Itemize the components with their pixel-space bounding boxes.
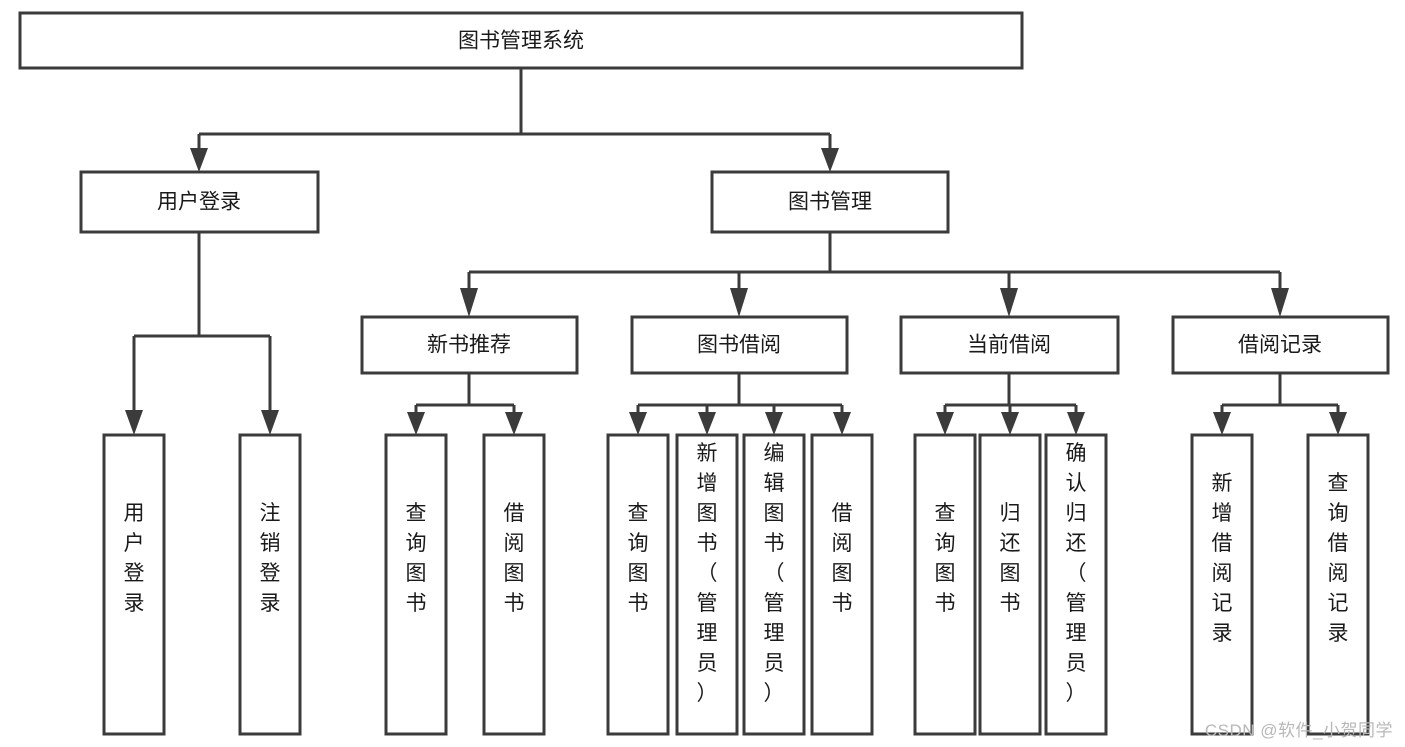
leaf-edit-book-admin-label: 编辑图书（管理员） xyxy=(764,442,785,705)
arrow-down-icon xyxy=(1213,412,1231,435)
root-box[interactable] xyxy=(18,11,1024,70)
arrow-down-icon xyxy=(765,412,783,435)
leaf-query-book-current[interactable]: 查询图书 xyxy=(913,433,977,736)
node-book-management[interactable]: 图书管理 xyxy=(710,170,950,234)
leaf-user-login[interactable]: 用户登录 xyxy=(102,433,166,736)
arrow-down-icon xyxy=(629,412,647,435)
leaf-logout-box[interactable] xyxy=(238,433,302,736)
leaf-query-book-current-label: 查询图书 xyxy=(935,502,956,615)
leaf-borrow-book-box[interactable] xyxy=(810,433,874,736)
connector-root-to-level2 xyxy=(190,68,839,172)
leaf-borrow-book-label: 借阅图书 xyxy=(832,502,853,615)
connector-book-management-to-level3 xyxy=(460,232,1289,317)
leaf-borrow-book[interactable]: 借阅图书 xyxy=(810,433,874,736)
leaf-add-borrow-record-label: 新增借阅记录 xyxy=(1212,472,1233,645)
connector-borrow-records-to-leaves xyxy=(1213,373,1347,435)
leaf-query-book-recommend[interactable]: 查询图书 xyxy=(384,433,448,736)
leaf-return-book-box[interactable] xyxy=(978,433,1042,736)
node-new-book-recommend[interactable]: 新书推荐 xyxy=(360,315,579,375)
arrow-down-icon xyxy=(730,288,748,317)
book-borrow-label: 图书借阅 xyxy=(697,334,781,357)
arrow-down-icon xyxy=(1001,412,1019,435)
arrow-down-icon xyxy=(261,410,279,435)
leaf-add-borrow-record-box[interactable] xyxy=(1190,433,1254,736)
leaf-return-book[interactable]: 归还图书 xyxy=(978,433,1042,736)
leaf-query-book-borrow-label: 查询图书 xyxy=(628,502,649,615)
node-book-borrow[interactable]: 图书借阅 xyxy=(630,315,849,375)
leaf-query-book-borrow[interactable]: 查询图书 xyxy=(606,433,670,736)
leaf-add-borrow-record[interactable]: 新增借阅记录 xyxy=(1190,433,1254,736)
arrow-down-icon xyxy=(698,412,716,435)
leaf-borrow-book-recommend[interactable]: 借阅图书 xyxy=(482,433,546,736)
arrow-down-icon xyxy=(505,412,523,435)
book-management-label: 图书管理 xyxy=(788,191,872,214)
arrow-down-icon xyxy=(407,412,425,435)
root-label: 图书管理系统 xyxy=(458,30,584,53)
leaf-query-book-recommend-label: 查询图书 xyxy=(406,502,427,615)
node-root[interactable]: 图书管理系统 xyxy=(18,11,1024,70)
connector-current-borrow-to-leaves xyxy=(936,373,1085,435)
arrow-down-icon xyxy=(1000,288,1018,317)
arrow-down-icon xyxy=(190,148,208,172)
node-borrow-records[interactable]: 借阅记录 xyxy=(1171,315,1390,375)
leaf-query-book-borrow-box[interactable] xyxy=(606,433,670,736)
leaf-confirm-return-admin-box[interactable] xyxy=(1044,433,1108,736)
leaf-confirm-return-admin-label: 确认归还（管理员） xyxy=(1066,442,1087,705)
leaf-user-login-box[interactable] xyxy=(102,433,166,736)
leaf-edit-book-admin-box[interactable] xyxy=(742,433,806,736)
leaf-query-borrow-record-box[interactable] xyxy=(1306,433,1370,736)
connector-user-login-to-leaves xyxy=(125,232,279,435)
node-user-login[interactable]: 用户登录 xyxy=(79,170,320,234)
user-login-box[interactable] xyxy=(79,170,320,234)
leaf-add-book-admin-box[interactable] xyxy=(675,433,739,736)
leaf-query-book-current-box[interactable] xyxy=(913,433,977,736)
borrow-records-label: 借阅记录 xyxy=(1238,334,1322,357)
connector-book-borrow-to-leaves xyxy=(629,373,851,435)
current-borrow-label: 当前借阅 xyxy=(967,334,1051,357)
arrow-down-icon xyxy=(1329,412,1347,435)
arrow-down-icon xyxy=(460,288,478,317)
arrow-down-icon xyxy=(936,412,954,435)
leaf-logout[interactable]: 注销登录 xyxy=(238,433,302,736)
leaf-add-book-admin-label: 新增图书（管理员） xyxy=(697,442,718,705)
leaf-logout-label: 注销登录 xyxy=(260,502,281,615)
current-borrow-box[interactable] xyxy=(899,315,1120,375)
arrow-down-icon xyxy=(125,410,143,435)
arrow-down-icon xyxy=(1271,288,1289,317)
arrow-down-icon xyxy=(1067,412,1085,435)
leaf-query-borrow-record[interactable]: 查询借阅记录 xyxy=(1306,433,1370,736)
user-login-label: 用户登录 xyxy=(157,191,241,214)
leaf-borrow-book-recommend-label: 借阅图书 xyxy=(504,502,525,615)
leaf-edit-book-admin[interactable]: 编辑图书（管理员） xyxy=(742,433,806,736)
leaf-borrow-book-recommend-box[interactable] xyxy=(482,433,546,736)
leaf-user-login-label: 用户登录 xyxy=(124,502,145,615)
node-current-borrow[interactable]: 当前借阅 xyxy=(899,315,1120,375)
new-book-recommend-label: 新书推荐 xyxy=(427,334,511,357)
arrow-down-icon xyxy=(821,148,839,172)
arrow-down-icon xyxy=(833,412,851,435)
connector-new-book-to-leaves xyxy=(407,373,523,435)
leaf-query-book-recommend-box[interactable] xyxy=(384,433,448,736)
leaf-add-book-admin[interactable]: 新增图书（管理员） xyxy=(675,433,739,736)
new-book-recommend-box[interactable] xyxy=(360,315,579,375)
leaf-confirm-return-admin[interactable]: 确认归还（管理员） xyxy=(1044,433,1108,736)
leaf-return-book-label: 归还图书 xyxy=(1000,502,1021,615)
leaf-query-borrow-record-label: 查询借阅记录 xyxy=(1328,472,1349,645)
